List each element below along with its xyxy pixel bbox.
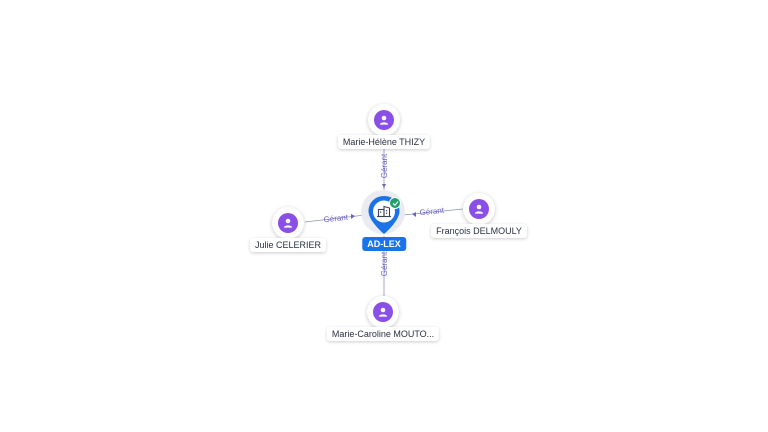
company-label[interactable]: AD-LEX (362, 237, 406, 251)
edge-label-mouto: Gérant (380, 251, 389, 276)
person-icon (373, 302, 393, 322)
verified-badge (389, 197, 401, 209)
check-icon (392, 200, 398, 206)
edge-label-delmouly: Gérant (419, 206, 445, 218)
edge-arrow-delmouly (412, 212, 416, 217)
person-icon (374, 110, 394, 130)
person-node-thizy[interactable] (368, 104, 400, 136)
person-label-celerier[interactable]: Julie CELERIER (249, 238, 327, 252)
person-label-delmouly[interactable]: François DELMOULY (431, 224, 527, 238)
person-icon (278, 213, 298, 233)
person-node-celerier[interactable] (272, 207, 304, 239)
person-node-delmouly[interactable] (463, 193, 495, 225)
edge-arrow-thizy (382, 184, 386, 188)
edge-line-celerier (304, 214, 366, 223)
person-node-mouto[interactable] (367, 296, 399, 328)
building-icon (377, 205, 391, 218)
edge-label-celerier: Gérant (323, 213, 349, 225)
person-label-thizy[interactable]: Marie-Hélène THIZY (337, 135, 431, 149)
person-label-mouto[interactable]: Marie-Caroline MOUTO... (326, 327, 440, 341)
edge-label-thizy: Gérant (380, 153, 389, 178)
person-icon (469, 199, 489, 219)
edge-arrow-celerier (351, 214, 355, 219)
